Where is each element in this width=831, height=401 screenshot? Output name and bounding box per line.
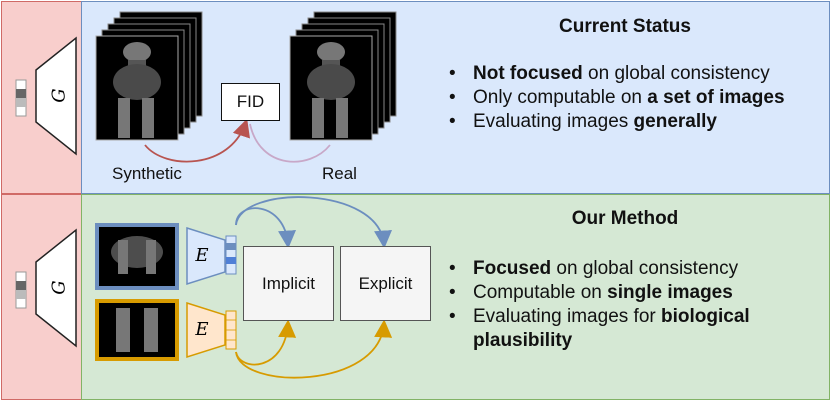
bullet-item: Evaluating images generally: [447, 110, 827, 134]
encoder-blue: [186, 226, 226, 286]
real-label: Real: [322, 164, 357, 183]
encoder-blue-label: E: [195, 245, 209, 266]
blue-input-image: [95, 223, 179, 290]
orange-feature-vector: [225, 310, 237, 350]
real-to-fid-arrow: [249, 123, 331, 163]
blue-to-implicit-arrow: [235, 207, 297, 249]
implicit-box: Implicit: [243, 246, 334, 321]
synthetic-label: Synthetic: [112, 164, 182, 183]
blue-feature-vector: [225, 235, 237, 275]
generator-bottom-label: G: [48, 280, 70, 295]
generator-bottom: [15, 228, 77, 348]
explicit-box: Explicit: [340, 246, 431, 321]
current-status-bullets: Not focused on global consistency Only c…: [447, 62, 827, 134]
bullet-item: Only computable on a set of images: [447, 86, 827, 110]
real-image-stack: [289, 11, 397, 141]
bullet-item: Focused on global consistency: [447, 257, 817, 281]
generator-top: [15, 36, 77, 156]
orange-to-implicit-arrow: [235, 319, 297, 366]
generator-top-label: G: [48, 88, 70, 103]
bullet-item: Evaluating images for biological plausib…: [447, 305, 817, 353]
encoder-orange: [186, 301, 226, 359]
orange-input-image: [95, 299, 179, 361]
fid-box: FID: [221, 83, 280, 121]
synthetic-to-fid-arrow: [144, 118, 250, 163]
our-method-bullets: Focused on global consistency Computable…: [447, 257, 817, 353]
orange-to-explicit-arrow: [235, 319, 393, 379]
current-status-title: Current Status: [559, 16, 691, 37]
blue-to-explicit-arrow: [235, 196, 392, 249]
bullet-item: Not focused on global consistency: [447, 62, 827, 86]
synthetic-image-stack: [95, 11, 203, 141]
our-method-title: Our Method: [571, 208, 679, 229]
encoder-orange-label: E: [195, 319, 209, 340]
bullet-item: Computable on single images: [447, 281, 817, 305]
